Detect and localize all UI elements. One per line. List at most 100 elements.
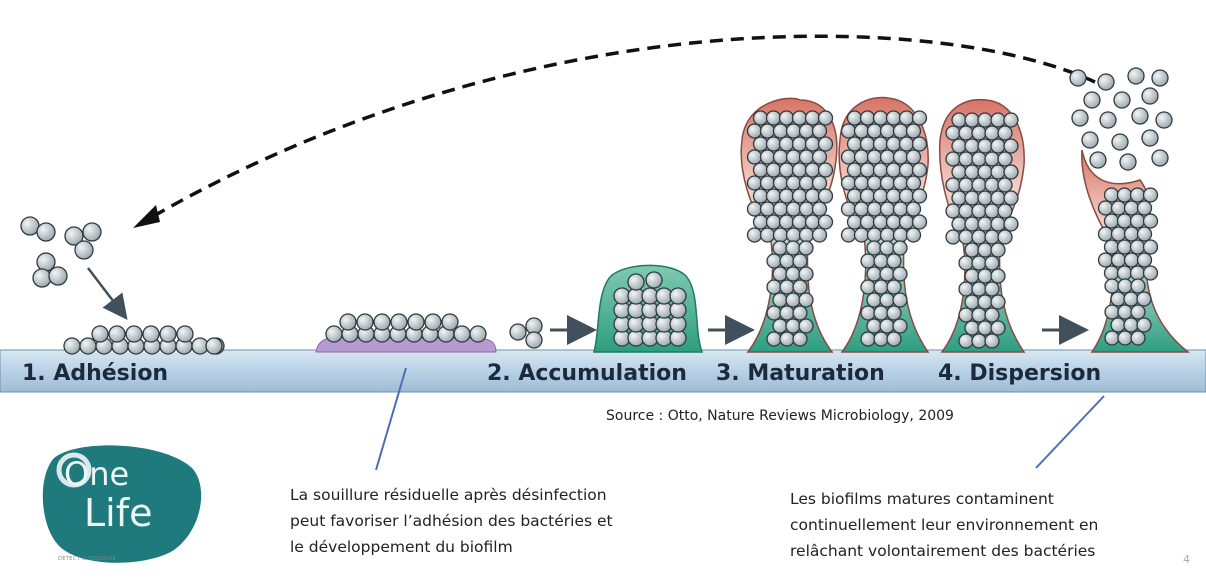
bacterium-cell [454, 326, 470, 342]
bacterium-cell [965, 217, 979, 231]
bacterium-cell [861, 163, 875, 177]
bacterium-cell [1144, 214, 1158, 228]
bacterium-cell [1138, 201, 1152, 215]
bacterium-cell [880, 293, 894, 307]
note-left-line-1: La souillure résiduelle après désinfecti… [290, 482, 613, 508]
bacterium-cell [861, 137, 875, 151]
bacterium-cell [767, 215, 781, 229]
bacterium-cell [880, 267, 894, 281]
bacterium-cell [786, 267, 800, 281]
bacterium-cell [767, 280, 781, 294]
bacterium-cell [767, 111, 781, 125]
bacterium-cell [813, 176, 827, 190]
bacterium-cell [874, 332, 888, 346]
bacterium-cell [1144, 240, 1158, 254]
bacterium-cell [887, 332, 901, 346]
bacterium-cell [49, 267, 67, 285]
bacterium-cell [1118, 279, 1132, 293]
pointer-line-right [1036, 396, 1104, 468]
bacterium-cell [340, 314, 356, 330]
bacterium-cell [848, 137, 862, 151]
bacterium-cell [965, 191, 979, 205]
bacterium-cell [972, 282, 986, 296]
bacterium-cell [800, 228, 814, 242]
bacterium-cell [806, 189, 820, 203]
bacterium-cell [881, 150, 895, 164]
bacterium-cell [806, 111, 820, 125]
bacterium-cell [1132, 108, 1148, 124]
bacterium-cell [21, 217, 39, 235]
bacterium-cell [800, 176, 814, 190]
bacterium-cell [799, 241, 813, 255]
bacterium-cell [868, 228, 882, 242]
bacterium-cell [793, 254, 807, 268]
bacterium-cell [1125, 253, 1139, 267]
bacterium-cell [861, 189, 875, 203]
bacterium-cell [881, 176, 895, 190]
bacterium-cell [842, 150, 856, 164]
bacterium-cell [773, 241, 787, 255]
bacterium-cell [887, 280, 901, 294]
bacterium-cell [855, 202, 869, 216]
bacterium-cell [1138, 227, 1152, 241]
bacterium-cell [887, 254, 901, 268]
bacterium-cell [978, 321, 992, 335]
bacterium-cell [907, 124, 921, 138]
bacterium-cell [867, 241, 881, 255]
bacterium-cell [1090, 152, 1106, 168]
bacterium-cell [1152, 150, 1168, 166]
bacterium-cell [37, 223, 55, 241]
bacterium-cell [774, 150, 788, 164]
bacterium-cell [893, 241, 907, 255]
bacterium-cell [1124, 292, 1138, 306]
bacterium-cell [761, 150, 775, 164]
bacterium-cell [900, 189, 914, 203]
bacterium-cell [510, 324, 526, 340]
bacterium-cell [1137, 318, 1151, 332]
bacterium-cell [1105, 279, 1119, 293]
bacterium-cell [787, 228, 801, 242]
bacterium-cell [848, 111, 862, 125]
bacterium-cell [972, 204, 986, 218]
bacterium-cell [867, 293, 881, 307]
bacterium-cell [774, 202, 788, 216]
bacterium-cell [799, 319, 813, 333]
bacterium-cell [991, 295, 1005, 309]
logo-text-life: Life [84, 491, 153, 535]
bacterium-cell [900, 137, 914, 151]
bacterium-cell [881, 202, 895, 216]
bacterium-cell [628, 274, 644, 290]
onelife-logo: One Life [34, 438, 204, 574]
bacterium-cell [868, 124, 882, 138]
bacterium-cell [793, 137, 807, 151]
bacterium-cell [1105, 331, 1119, 345]
bacterium-cell [965, 269, 979, 283]
bacterium-cell [1120, 154, 1136, 170]
bacterium-cell [861, 280, 875, 294]
bacterium-cell [985, 178, 999, 192]
bacterium-cell [1156, 112, 1172, 128]
bacterium-cell [991, 113, 1005, 127]
bacterium-cell [972, 178, 986, 192]
bacterium-cell [907, 228, 921, 242]
bacterium-cell [1004, 217, 1018, 231]
bacterium-cell [1144, 266, 1158, 280]
bacterium-cell [900, 215, 914, 229]
stage-label-accumulation: 2. Accumulation [487, 361, 687, 386]
bacterium-cell [787, 176, 801, 190]
bacterium-cell [786, 319, 800, 333]
bacterium-cell [991, 321, 1005, 335]
bacterium-cell [1004, 113, 1018, 127]
bacterium-cell [806, 137, 820, 151]
bacterium-cell [1125, 227, 1139, 241]
note-right: Les biofilms matures contaminent continu… [790, 486, 1098, 564]
bacterium-cell [893, 293, 907, 307]
note-right-line-1: Les biofilms matures contaminent [790, 486, 1098, 512]
bacterium-cell [767, 163, 781, 177]
bacterium-cell [868, 176, 882, 190]
bacterium-cell [848, 163, 862, 177]
bacterium-cell [985, 126, 999, 140]
bacterium-cell [1118, 240, 1132, 254]
bacterium-cell [894, 202, 908, 216]
bacterium-cell [880, 319, 894, 333]
